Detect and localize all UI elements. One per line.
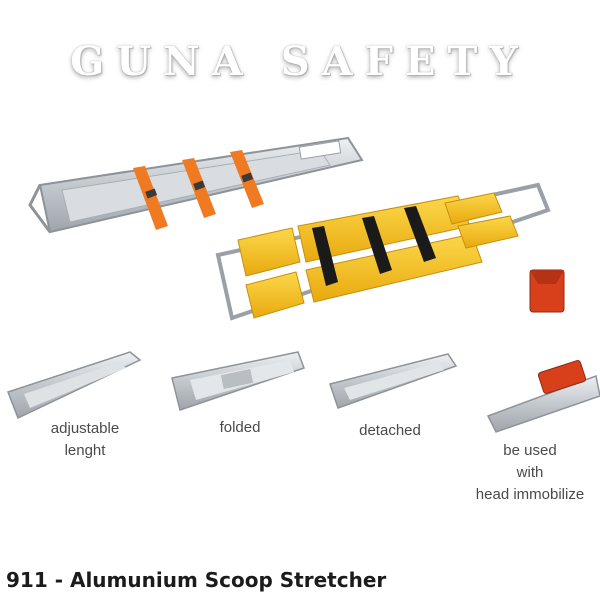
caption-folded: folded <box>219 419 261 436</box>
caption-line: with <box>516 464 544 481</box>
orange-strap <box>230 150 264 208</box>
orange-strap <box>182 158 216 218</box>
head-immobilizer-stretcher <box>486 360 600 433</box>
folded-stretcher <box>171 351 305 411</box>
caption-line: lenght <box>64 442 106 459</box>
caption-head-immobilize: be used with head immobilize <box>460 440 600 506</box>
product-title: 911 - Alumunium Scoop Stretcher <box>6 568 387 592</box>
caption-line: be used <box>503 442 557 459</box>
caption-line: head immobilize <box>475 486 585 503</box>
orange-strap-stretcher <box>28 136 364 234</box>
black-strap <box>362 216 392 274</box>
yellow-pad-stretcher <box>215 182 551 321</box>
black-strap <box>404 206 436 262</box>
brand-logo-text: GUNA SAFETY <box>70 38 530 85</box>
detached-stretcher <box>329 353 458 409</box>
caption-adjustable: adjustable lenght <box>30 418 140 462</box>
orange-strap <box>133 166 168 230</box>
caption-line: adjustable <box>50 420 120 437</box>
adjustable-length-stretcher <box>7 351 142 420</box>
storage-bag-icon <box>529 269 565 313</box>
caption-detached: detached <box>359 422 421 439</box>
black-strap <box>312 226 338 286</box>
